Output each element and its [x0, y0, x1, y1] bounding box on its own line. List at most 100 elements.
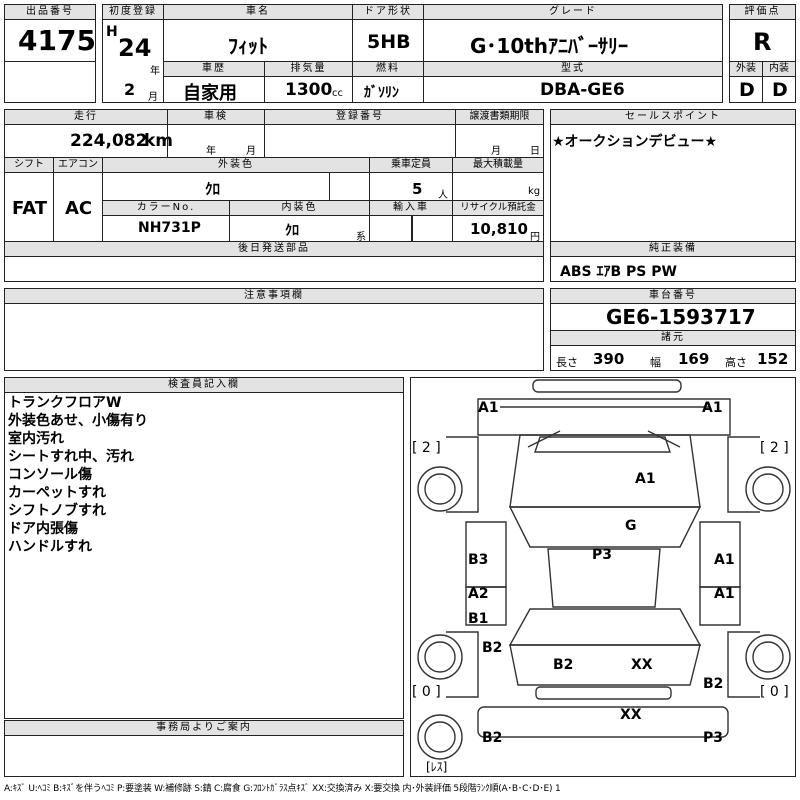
- lot-number: 4175: [18, 24, 96, 57]
- displacement: 1300: [285, 80, 333, 100]
- damage-br: P3: [703, 730, 724, 746]
- shift-label: シフト: [4, 157, 54, 173]
- displacement-unit: cc: [332, 88, 343, 99]
- interior-color: ｸﾛ: [285, 223, 299, 239]
- import-label: 輸入車: [369, 200, 453, 216]
- office-box: [4, 735, 404, 777]
- chassis-number: GE6-1593717: [606, 305, 756, 329]
- inspector-item: 室内汚れ: [8, 431, 64, 447]
- exterior-label: 外装: [729, 61, 763, 77]
- damage-hood: A1: [635, 471, 656, 487]
- transfer-label: 譲渡書類期限: [455, 109, 544, 125]
- fuel: ｶﾞｿﾘﾝ: [364, 85, 399, 101]
- history-label: 車歴: [163, 61, 265, 77]
- door-type: 5HB: [367, 31, 411, 53]
- damage-l1: B3: [468, 552, 489, 568]
- notes-box: [4, 303, 544, 371]
- damage-tr: A1: [702, 400, 723, 416]
- damage-roof: P3: [592, 547, 613, 563]
- sales-point-label: セールスポイント: [550, 109, 796, 125]
- office-label: 事務局よりご案内: [4, 720, 404, 736]
- inspector-label: 検査員記入欄: [4, 377, 404, 393]
- shift: FAT: [12, 198, 48, 219]
- exterior-grade: D: [739, 79, 755, 101]
- damage-r3: B2: [703, 676, 724, 692]
- inspector-item: カーペットすれ: [8, 485, 106, 501]
- damage-bumper: XX: [620, 707, 642, 723]
- load-unit: kg: [528, 186, 541, 197]
- inspector-notes: トランクフロアW 外装色あせ、小傷有り 室内汚れ シートすれ中、汚れ コンソール…: [8, 394, 148, 556]
- tire-rl: [ 0 ]: [412, 684, 441, 700]
- transfer-day: 日: [530, 146, 540, 157]
- tire-fr: [ 2 ]: [760, 440, 789, 456]
- interior-grade: D: [772, 79, 788, 101]
- chassis-label: 車台番号: [550, 288, 796, 304]
- car-name-label: 車名: [163, 4, 353, 20]
- door-label: ドア形状: [352, 4, 424, 20]
- inspector-item: シフトノブすれ: [8, 503, 106, 519]
- interior-box: [762, 76, 796, 103]
- interior-color-unit: 系: [356, 232, 366, 243]
- inspector-item: 外装色あせ、小傷有り: [8, 413, 148, 429]
- inspector-box: [4, 392, 404, 719]
- load-label: 最大積載量: [452, 157, 544, 173]
- car-name: ﾌｨｯﾄ: [228, 34, 268, 58]
- recycle-unit: 円: [530, 232, 540, 243]
- model-label: 型式: [423, 61, 723, 77]
- inspector-item: コンソール傷: [8, 467, 92, 483]
- damage-tail-r: XX: [631, 657, 653, 673]
- spec-label: 諸元: [550, 330, 796, 346]
- grade-label: グレード: [423, 4, 723, 20]
- damage-bl: B2: [482, 730, 503, 746]
- history: 自家用: [183, 83, 237, 104]
- legend: A:ｷｽﾞ U:ﾍｺﾐ B:ｷｽﾞを伴うﾍｺﾐ P:要塗装 W:補修跡 S:錆 …: [4, 784, 561, 794]
- sales-point: ★オークションデビュー★: [552, 134, 718, 150]
- ac: AC: [65, 198, 93, 219]
- inspector-item: ドア内張傷: [8, 521, 78, 537]
- inspection-year: 年: [206, 146, 216, 157]
- color-box-2: [329, 172, 370, 201]
- width: 169: [678, 350, 710, 368]
- length-label: 長さ: [556, 356, 578, 369]
- capacity-label: 乗車定員: [369, 157, 453, 173]
- damage-glass: G: [625, 518, 637, 534]
- interior-color-box: [229, 215, 370, 242]
- genuine-label: 純正装備: [550, 241, 796, 257]
- height-label: 高さ: [725, 356, 747, 369]
- color-no-label: カラーNo.: [102, 200, 230, 216]
- reg-number-label: 登録番号: [264, 109, 456, 125]
- inspector-item: トランクフロアW: [8, 395, 122, 411]
- mileage: 224,082: [70, 131, 148, 151]
- recycle-label: リサイクル預託金: [452, 200, 544, 216]
- damage-tail-l: B2: [553, 657, 574, 673]
- inspector-item: シートすれ中、汚れ: [8, 449, 134, 465]
- genuine-equipment: ABS ｴｱB PS PW: [560, 264, 677, 280]
- first-reg-label: 初度登録: [102, 4, 164, 20]
- month-unit: 月: [148, 92, 158, 103]
- spec-box: [550, 345, 796, 371]
- model-box: [423, 76, 723, 103]
- damage-l2: A2: [468, 586, 489, 602]
- interior-color-label: 内装色: [229, 200, 370, 216]
- mileage-label: 走行: [4, 109, 168, 125]
- grade: G･10thｱﾆﾊﾞｰｻﾘｰ: [470, 34, 629, 58]
- spare-tire: [ﾚｽ]: [426, 760, 448, 774]
- inspection-month: 月: [246, 146, 256, 157]
- transfer-month: 月: [491, 146, 501, 157]
- damage-tl: A1: [478, 400, 499, 416]
- damage-l3: B1: [468, 611, 489, 627]
- score: R: [753, 28, 772, 56]
- tire-fl: [ 2 ]: [412, 440, 441, 456]
- year-unit: 年: [150, 66, 160, 77]
- width-label: 幅: [650, 356, 661, 369]
- era: H: [106, 24, 118, 40]
- damage-l4: B2: [482, 640, 503, 656]
- interior-label: 内装: [762, 61, 796, 77]
- reg-year: 24: [118, 34, 152, 62]
- later-parts-label: 後日発送部品: [4, 241, 544, 257]
- capacity: 5: [412, 180, 423, 198]
- mileage-unit: km: [144, 131, 174, 151]
- later-parts-box: [4, 256, 544, 282]
- notes-label: 注意事項欄: [4, 288, 544, 304]
- color-no: NH731P: [138, 220, 201, 236]
